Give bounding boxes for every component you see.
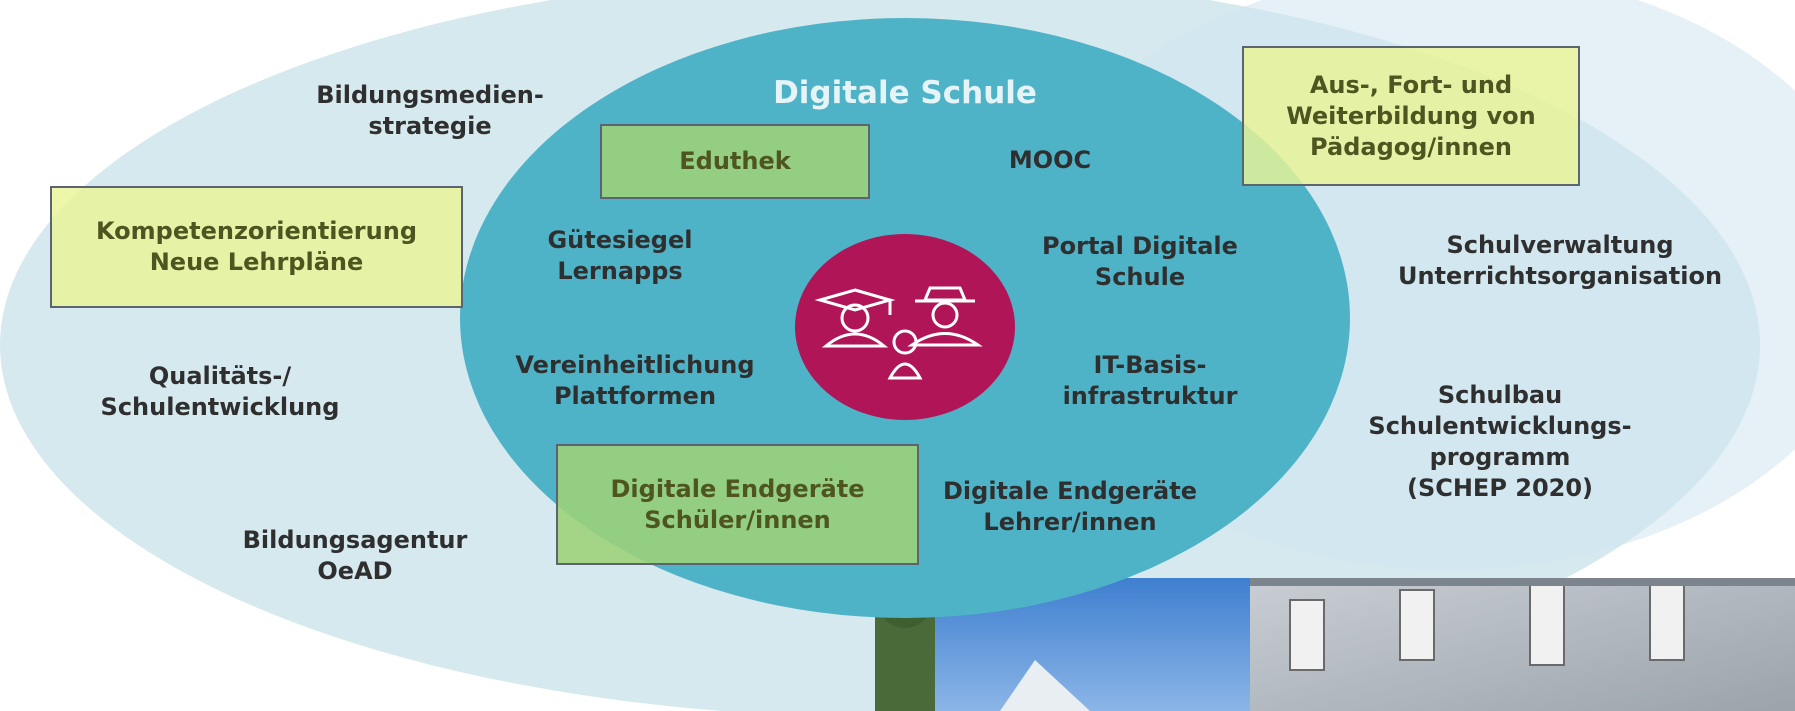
box-eduthek: Eduthek [600, 124, 870, 199]
label-bildungsagentur: Bildungsagentur OeAD [225, 525, 485, 587]
box-line: Eduthek [679, 147, 791, 175]
center-circle [795, 234, 1015, 420]
box-ausbildung-paedagogen: Aus-, Fort- und Weiterbildung von Pädago… [1242, 46, 1580, 186]
box-line: Digitale Endgeräte [610, 474, 865, 503]
label-line: Lernapps [557, 257, 683, 285]
box-line: Neue Lehrpläne [149, 248, 364, 276]
label-line: strategie [368, 112, 492, 140]
label-schulverwaltung: Schulverwaltung Unterrichtsorganisation [1380, 230, 1740, 292]
label-line: Vereinheitlichung [515, 351, 755, 379]
student-icon [887, 329, 923, 380]
label-mooc: MOOC [980, 145, 1120, 176]
label-line: infrastruktur [1062, 382, 1238, 410]
label-line: Schulentwicklung [100, 393, 340, 421]
box-line: Kompetenzorientierung [95, 217, 417, 245]
box-line: Weiterbildung von [1286, 101, 1536, 130]
label-line: Bildungsmedien- [316, 81, 544, 109]
label-it-basisinfrastruktur: IT-Basis- infrastruktur [1040, 350, 1260, 412]
label-line: Unterrichtsorganisation [1397, 262, 1723, 290]
box-line: Pädagog/innen [1310, 132, 1512, 161]
box-kompetenzorientierung: Kompetenzorientierung Neue Lehrpläne [50, 186, 463, 308]
label-guetesiegel: Gütesiegel Lernapps [520, 225, 720, 287]
graduate-icon [814, 288, 896, 348]
teacher-icon [907, 286, 983, 347]
label-line: Gütesiegel [547, 226, 693, 254]
box-line: Schüler/innen [644, 505, 831, 534]
label-bildungsmedienstrategie: Bildungsmedien- strategie [300, 80, 560, 142]
label-line: Schulbau [1437, 381, 1563, 409]
label-endgeraete-lehrer: Digitale Endgeräte Lehrer/innen [935, 476, 1205, 538]
label-line: IT-Basis- [1093, 351, 1207, 379]
label-line: MOOC [1008, 146, 1092, 174]
label-line: Bildungsagentur [242, 526, 468, 554]
label-line: Portal Digitale [1042, 232, 1238, 260]
label-schulbau: Schulbau Schulentwicklungs- programm (SC… [1350, 380, 1650, 504]
label-line: Qualitäts-/ [148, 362, 292, 390]
label-portal-digitale-schule: Portal Digitale Schule [1020, 231, 1260, 293]
label-line: Lehrer/innen [983, 508, 1157, 536]
label-line: Digitale Endgeräte [943, 477, 1197, 505]
label-line: OeAD [317, 557, 393, 585]
label-line: Plattformen [553, 382, 717, 410]
label-line: programm [1429, 443, 1571, 471]
label-qualitaet-schulentwicklung: Qualitäts-/ Schulentwicklung [90, 361, 350, 423]
label-line: Schule [1094, 263, 1186, 291]
label-line: Schulverwaltung [1446, 231, 1674, 259]
label-vereinheitlichung: Vereinheitlichung Plattformen [500, 350, 770, 412]
box-line: Aus-, Fort- und [1309, 70, 1513, 99]
label-line: (SCHEP 2020) [1406, 474, 1594, 502]
label-line: Schulentwicklungs- [1368, 412, 1632, 440]
box-endgeraete-schueler: Digitale Endgeräte Schüler/innen [556, 444, 919, 565]
inner-circle-title: Digitale Schule [773, 75, 1037, 111]
